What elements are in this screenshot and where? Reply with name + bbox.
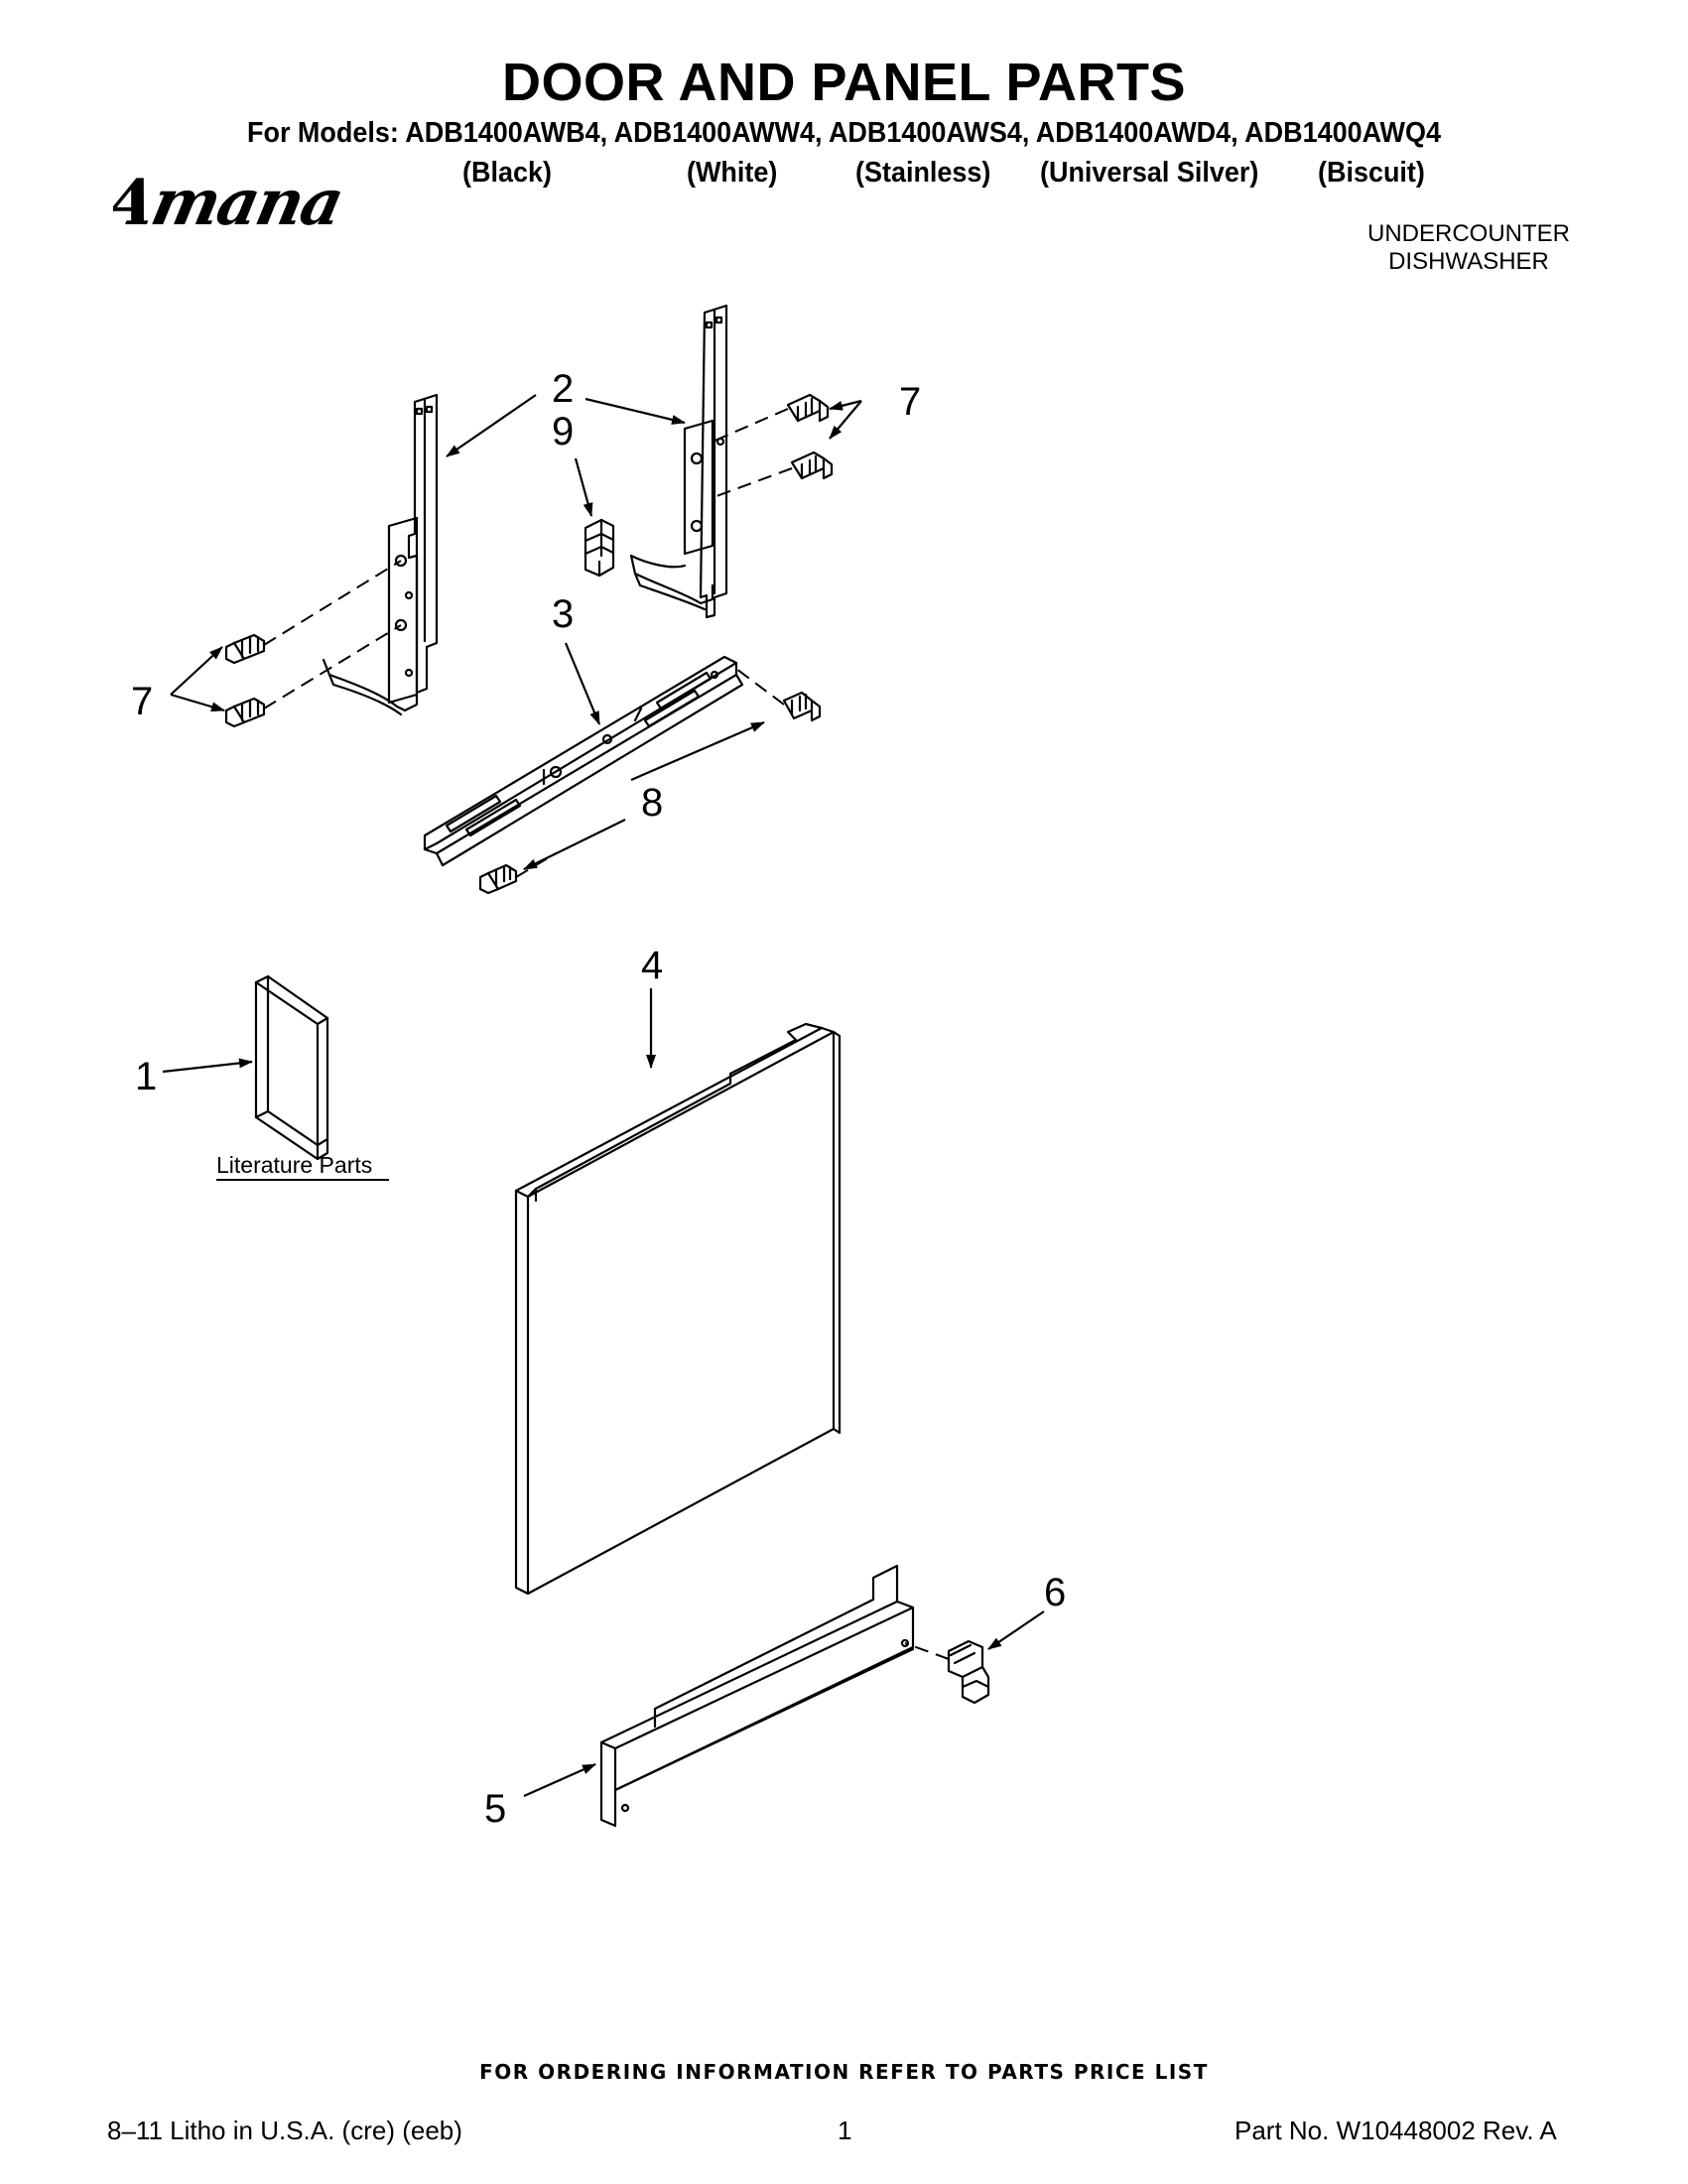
callout-2: 2 <box>552 367 574 411</box>
page-title: DOOR AND PANEL PARTS <box>501 53 1187 112</box>
right-mounting-bracket <box>629 304 728 619</box>
callout-5: 5 <box>484 1787 506 1831</box>
callout-6: 6 <box>1044 1571 1066 1614</box>
toe-panel <box>599 1564 915 1828</box>
color-label-white: (White) <box>687 157 778 189</box>
knob-screw-6 <box>947 1639 990 1705</box>
screw-upper-right-2 <box>790 450 834 480</box>
callout-1: 1 <box>135 1055 157 1098</box>
category-line-2: DISHWASHER <box>1388 248 1549 275</box>
color-label-black: (Black) <box>462 157 552 189</box>
callout-4: 4 <box>641 944 663 987</box>
page-number: 1 <box>838 2116 852 2145</box>
callout-3: 3 <box>552 592 574 636</box>
left-mounting-bracket <box>322 393 439 716</box>
models-line: For Models: ADB1400AWB4, ADB1400AWW4, AD… <box>246 117 1441 149</box>
callout-9: 9 <box>552 410 574 453</box>
color-label-universal-silver: (Universal Silver) <box>1040 157 1259 189</box>
category-line-1: UNDERCOUNTER <box>1367 220 1570 247</box>
color-label-biscuit: (Biscuit) <box>1318 157 1425 189</box>
screw-left-lower <box>224 697 266 728</box>
part-number: Part No. W10448002 Rev. A <box>1234 2116 1557 2145</box>
callout-7-right: 7 <box>899 380 921 424</box>
color-label-stainless: (Stainless) <box>855 157 991 189</box>
callout-8: 8 <box>641 781 663 825</box>
litho-info: 8–11 Litho in U.S.A. (cre) (eeb) <box>107 2116 462 2145</box>
literature-packet <box>254 974 329 1161</box>
door-clip <box>584 518 615 578</box>
brand-logo-text: Amana <box>113 166 348 238</box>
door-panel <box>514 1022 842 1596</box>
screw-rail-right <box>782 691 822 722</box>
screw-rail-left <box>478 863 518 895</box>
mounting-rail <box>423 655 744 867</box>
screw-upper-right-1 <box>786 393 830 423</box>
literature-parts-label: Literature Parts <box>216 1152 372 1178</box>
ordering-note: FOR ORDERING INFORMATION REFER TO PARTS … <box>479 2060 1209 2084</box>
screw-left-upper <box>224 633 266 665</box>
callout-7-left: 7 <box>131 680 153 723</box>
brand-logo: Amana <box>113 166 348 238</box>
